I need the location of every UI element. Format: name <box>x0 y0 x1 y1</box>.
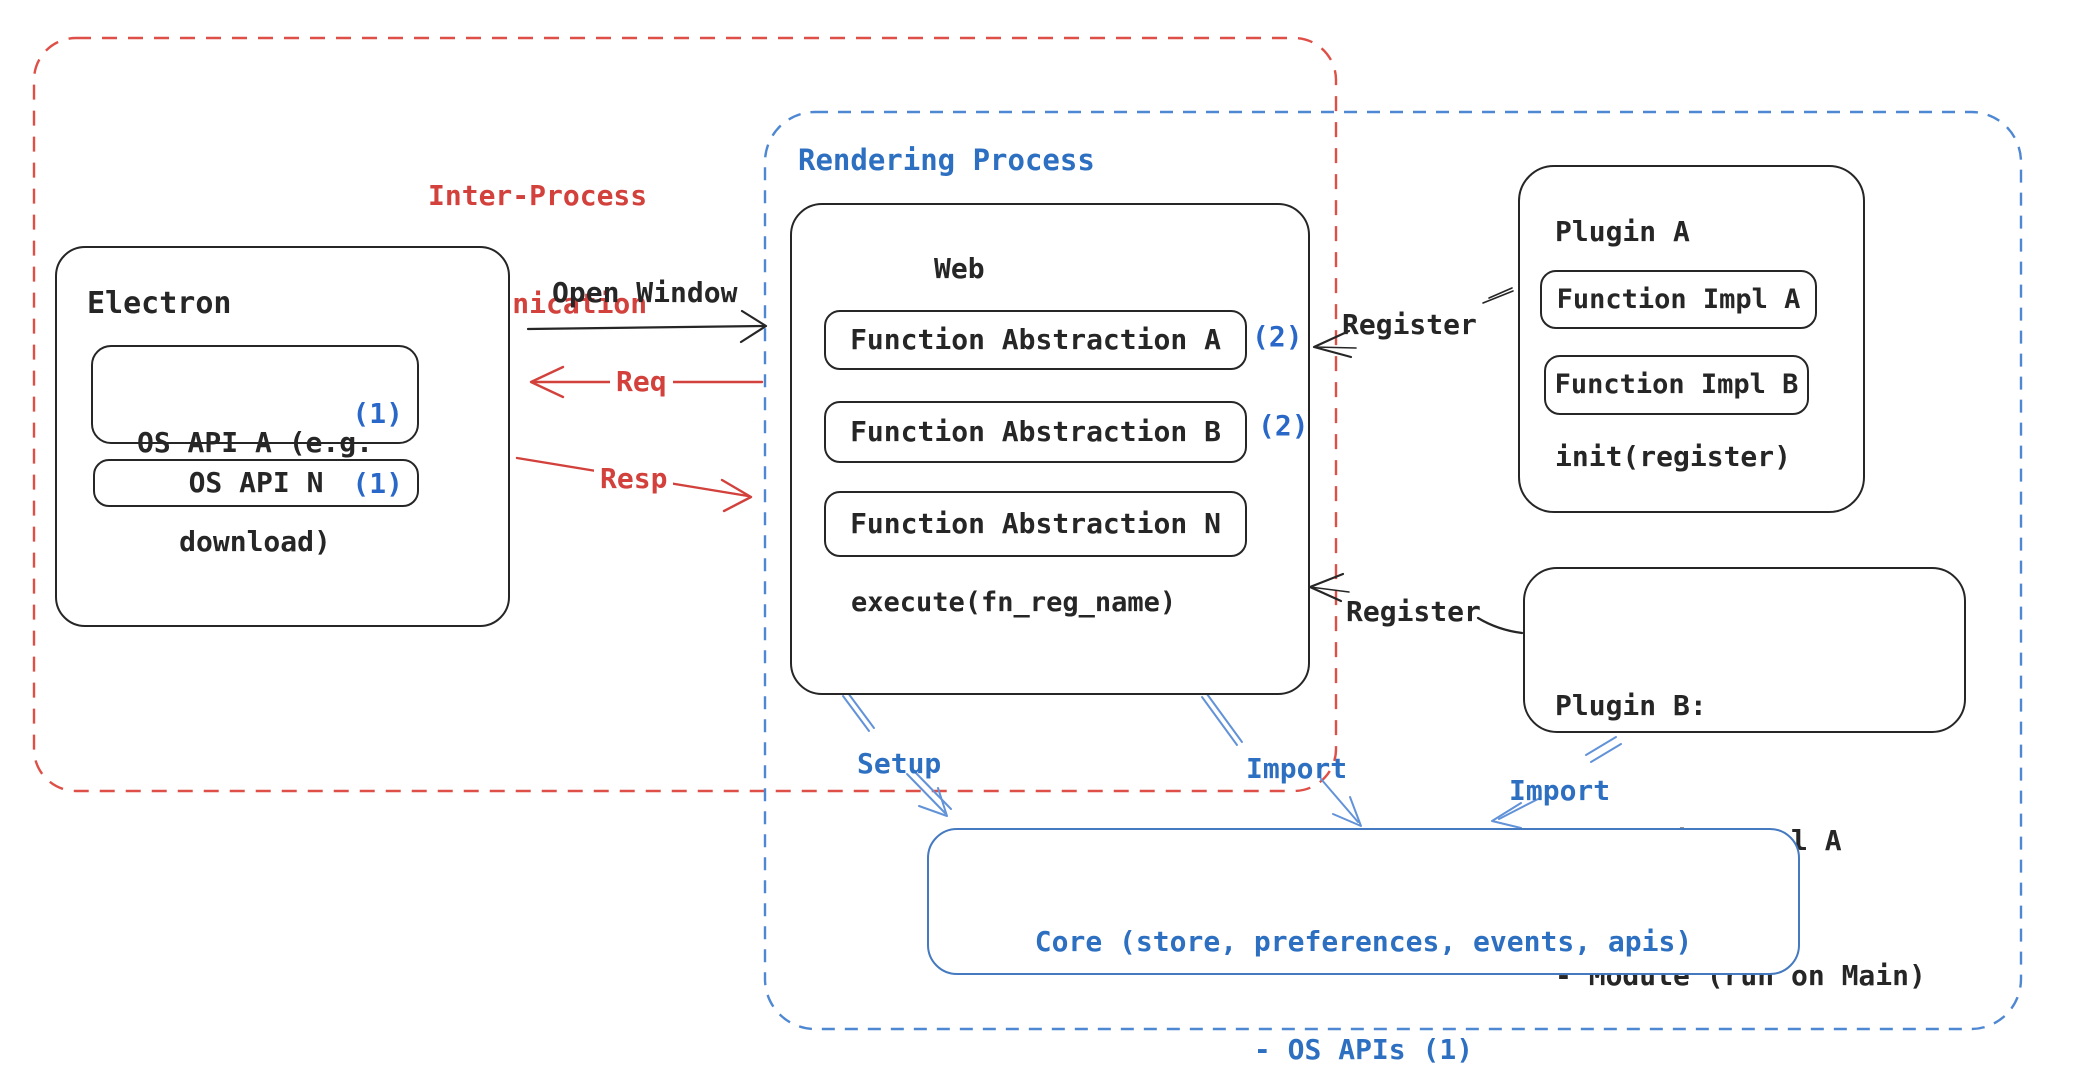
register-top-tick2 <box>1488 287 1513 299</box>
function-impl-b-label: Function Impl B <box>1554 369 1799 400</box>
ipc-dashed-frame <box>32 36 1338 793</box>
plugin-b-title: Plugin B: <box>1555 689 1707 722</box>
rendering-frame-title: Rendering Process <box>798 143 1095 177</box>
ipc-title-line1: Inter-Process <box>428 179 648 212</box>
electron-box: Electron OS API A (e.g. download) (1) OS… <box>55 246 510 627</box>
plugin-a-init-label: init(register) <box>1555 440 1792 473</box>
resp-arrow-head <box>720 478 753 513</box>
os-api-a-badge: (1) <box>352 397 403 430</box>
plugin-b-box: Plugin B: - Function Impl A - Module (ru… <box>1523 567 1966 992</box>
req-arrow-head <box>529 365 565 399</box>
function-abstraction-b-box: Function Abstraction B <box>824 401 1247 463</box>
import-right-head <box>1491 802 1522 829</box>
ipc-frame-title: Inter-Process Communication <box>428 106 647 394</box>
core-line2: - OS APIs (1) <box>1253 1033 1474 1066</box>
core-box: Core (store, preferences, events, apis) … <box>927 828 1800 1066</box>
function-impl-a-box: Function Impl A <box>1540 270 1817 329</box>
register-bottom-link <box>1476 616 1524 635</box>
function-abstraction-a-box: Function Abstraction A <box>824 310 1247 370</box>
os-api-n-label: OS API N <box>188 466 324 499</box>
function-impl-b-box: Function Impl B <box>1544 355 1809 415</box>
function-abstraction-n-label: Function Abstraction N <box>850 507 1221 540</box>
os-api-n-box: OS API N (1) <box>93 459 419 507</box>
os-api-a-label: OS API A (e.g. download) <box>93 360 417 624</box>
execute-label: execute(fn_reg_name) <box>851 587 1177 618</box>
setup-label: Setup <box>857 747 942 780</box>
register-top-label: Register <box>1342 308 1477 341</box>
import-center-shaft <box>1320 778 1359 823</box>
setup-arrow-upper2 <box>847 692 875 729</box>
web-box: Web Function Abstraction A (2) Function … <box>790 203 1310 695</box>
rendering-dashed-frame <box>763 110 2023 1031</box>
import-right-shaft <box>1498 798 1539 820</box>
os-api-a-line2: download) <box>179 525 331 558</box>
register-top-arrow-mid <box>1313 346 1357 349</box>
register-bottom-arrow-mid <box>1309 586 1350 593</box>
os-api-a-box: OS API A (e.g. download) (1) <box>91 345 419 558</box>
req-label: Req <box>610 364 673 400</box>
electron-title: Electron <box>87 286 232 321</box>
import-center-upper2 <box>1206 693 1243 743</box>
function-abstraction-n-box: Function Abstraction N <box>824 491 1247 557</box>
import-center-label: Import <box>1246 752 1348 785</box>
os-api-a-line1: OS API A (e.g. <box>136 426 373 459</box>
plugin-a-title: Plugin A <box>1555 215 1690 248</box>
import-right-tick <box>1590 743 1622 763</box>
import-center-head <box>1332 796 1362 827</box>
register-top-tick <box>1482 290 1514 304</box>
core-line1: Core (store, preferences, events, apis) <box>1034 925 1693 958</box>
open-window-label: Open Window <box>552 276 738 309</box>
core-text: Core (store, preferences, events, apis) … <box>929 852 1798 1066</box>
web-title: Web <box>934 252 985 285</box>
import-right-label: Import <box>1509 774 1611 807</box>
function-impl-a-label: Function Impl A <box>1556 283 1801 315</box>
setup-arrow-head <box>918 787 948 817</box>
function-abstraction-a-label: Function Abstraction A <box>850 323 1221 356</box>
import-center-upper <box>1201 696 1238 746</box>
os-api-n-badge: (1) <box>352 467 403 500</box>
open-window-arrow-shaft <box>526 324 766 331</box>
function-abstraction-b-badge: (2) <box>1258 409 1309 442</box>
setup-arrow-shaft2 <box>912 769 952 810</box>
register-bottom-label: Register <box>1346 595 1481 628</box>
function-abstraction-b-label: Function Abstraction B <box>850 415 1221 448</box>
plugin-a-box: Plugin A Function Impl A Function Impl B… <box>1518 165 1865 513</box>
resp-label: Resp <box>594 461 674 497</box>
setup-arrow-shaft <box>906 773 946 814</box>
function-abstraction-a-badge: (2) <box>1252 320 1303 353</box>
open-window-arrow-head <box>739 309 768 344</box>
setup-arrow-upper <box>842 695 870 732</box>
import-right-tick2 <box>1585 736 1617 756</box>
